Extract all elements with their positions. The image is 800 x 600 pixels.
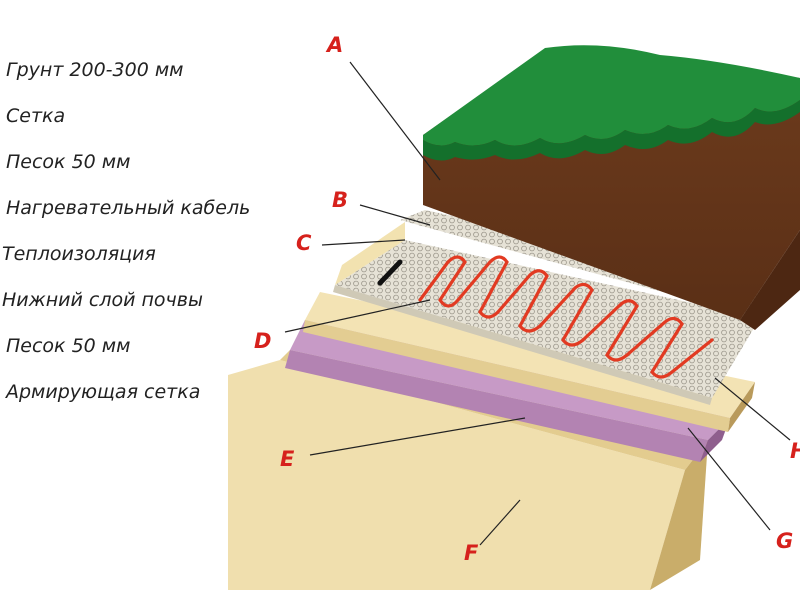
- marker-d: D: [254, 329, 271, 353]
- sand-layer-g: [303, 292, 755, 432]
- marker-c: C: [296, 231, 312, 255]
- leader-f: [479, 499, 521, 546]
- soil-block-a: [423, 45, 800, 330]
- leader-c: [321, 239, 406, 246]
- leader-g: [687, 427, 771, 531]
- marker-a: A: [325, 33, 343, 57]
- leader-h: [714, 377, 791, 441]
- legend-item-sand-upper: Песок 50 мм: [6, 151, 131, 173]
- leader-e: [309, 417, 526, 456]
- leader-d: [284, 299, 431, 333]
- markers: A B C D E F G H: [254, 33, 800, 565]
- legend-item-subsoil: Нижний слой почвы: [2, 289, 203, 311]
- leader-lines: [284, 61, 791, 546]
- legend-item-insulation: Теплоизоляция: [2, 243, 156, 265]
- marker-g: G: [776, 529, 793, 553]
- marker-b: B: [332, 188, 348, 212]
- marker-e: E: [280, 447, 295, 471]
- legend-item-soil: Грунт 200-300 мм: [6, 59, 184, 81]
- sand-layer-c: [335, 222, 405, 285]
- marker-f: F: [464, 541, 479, 565]
- heating-cable: [377, 255, 714, 379]
- layer-legend: Грунт 200-300 мм Сетка Песок 50 мм Нагре…: [0, 0, 300, 420]
- legend-item-sand-lower: Песок 50 мм: [6, 335, 131, 357]
- leader-b: [359, 204, 431, 226]
- legend-item-mesh: Сетка: [6, 105, 66, 127]
- legend-item-heating-cable: Нагревательный кабель: [6, 197, 251, 219]
- leader-a: [349, 61, 441, 181]
- legend-item-reinforcing-mesh: Армирующая сетка: [6, 381, 201, 403]
- marker-h: H: [790, 439, 800, 463]
